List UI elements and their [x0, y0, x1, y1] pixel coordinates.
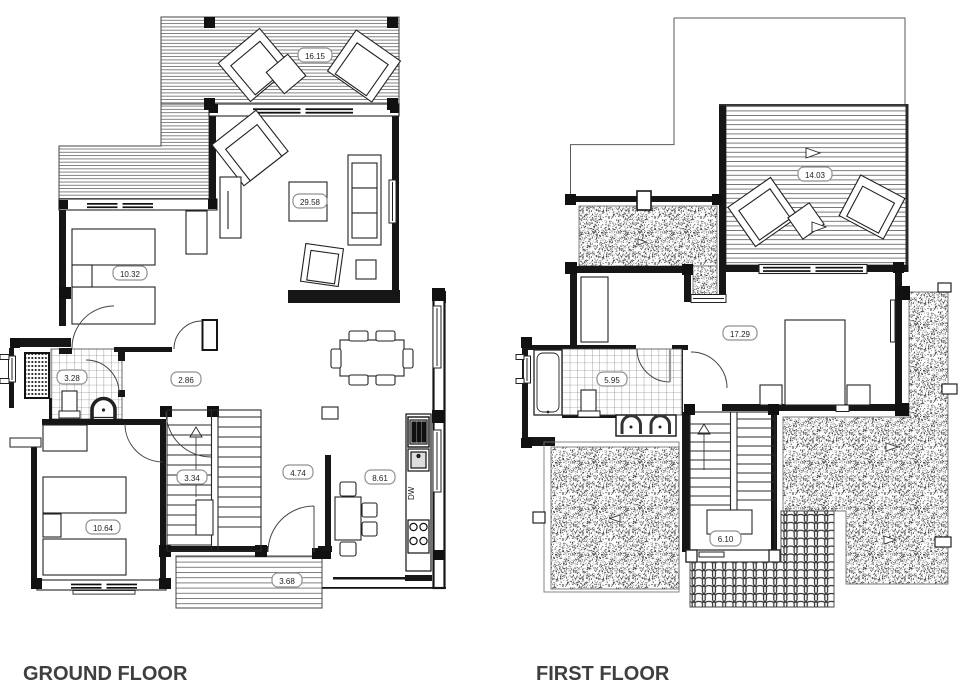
svg-text:29.58: 29.58 [300, 198, 321, 207]
svg-text:6.10: 6.10 [718, 535, 734, 544]
svg-text:14.03: 14.03 [805, 171, 826, 180]
svg-text:3.68: 3.68 [279, 577, 295, 586]
svg-text:10.32: 10.32 [120, 270, 141, 279]
svg-text:17.29: 17.29 [730, 330, 751, 339]
svg-text:4.74: 4.74 [290, 469, 306, 478]
svg-text:10.64: 10.64 [93, 524, 114, 533]
svg-text:2.86: 2.86 [178, 376, 194, 385]
svg-text:GROUND FLOOR: GROUND FLOOR [23, 663, 188, 685]
svg-text:16.15: 16.15 [305, 52, 326, 61]
svg-text:DW: DW [407, 486, 416, 500]
svg-text:3.28: 3.28 [64, 374, 80, 383]
svg-text:5.95: 5.95 [604, 376, 620, 385]
svg-text:3.34: 3.34 [184, 474, 200, 483]
svg-text:8.61: 8.61 [372, 474, 388, 483]
svg-text:FIRST FLOOR: FIRST FLOOR [536, 663, 670, 685]
